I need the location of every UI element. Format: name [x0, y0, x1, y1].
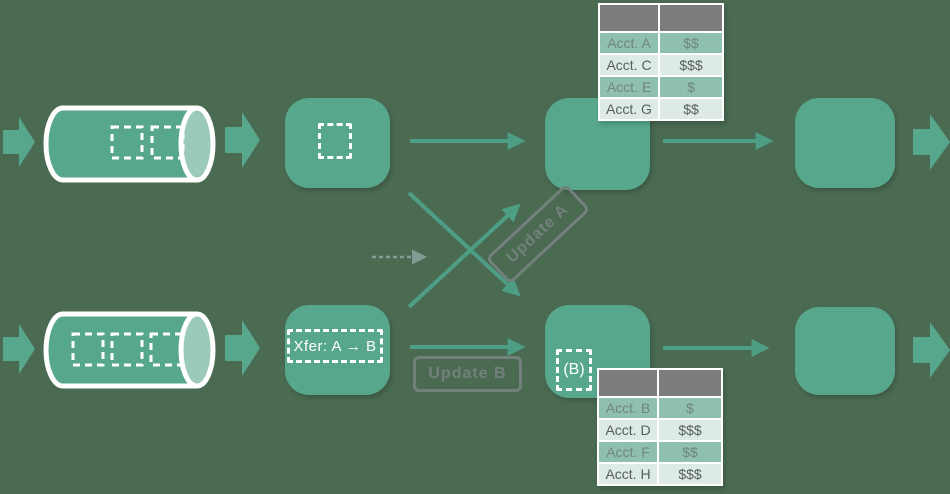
block-arrow-icon-top-left: [3, 117, 35, 167]
update-b-label: Update B: [413, 356, 522, 392]
record-placeholder: [110, 125, 144, 160]
balance-cell: $: [659, 398, 721, 418]
b-key-label: (B): [563, 361, 585, 378]
header-cell-balance: [660, 5, 722, 31]
account-cell: Acct. C: [600, 55, 658, 75]
account-cell: Acct. A: [600, 33, 658, 53]
stream-cylinder-bottom: [43, 311, 216, 389]
table-row: Acct. E $: [600, 77, 722, 97]
account-table-bottom: Acct. B $ Acct. D $$$ Acct. F $$ Acct. H…: [597, 368, 723, 486]
account-cell: Acct. B: [599, 398, 657, 418]
stream-cylinder-top: [43, 105, 216, 183]
table-row: Acct. G $$: [600, 99, 722, 119]
table-header-row: [599, 370, 721, 396]
block-arrow-icon-top-right: [913, 114, 950, 170]
account-cell: Acct. H: [599, 464, 657, 484]
block-arrow-icon-bottom-right: [913, 322, 950, 378]
header-cell-account: [599, 370, 657, 396]
record-placeholder-top-middle: [318, 123, 352, 159]
xfer-label: Xfer: A → B: [293, 337, 377, 355]
block-arrow-icon-top-mid: [225, 112, 260, 168]
balance-cell: $$: [660, 33, 722, 53]
balance-cell: $$$: [660, 55, 722, 75]
header-cell-account: [600, 5, 658, 31]
account-cell: Acct. E: [600, 77, 658, 97]
update-a-label: Update A: [485, 183, 591, 285]
output-box-top: [795, 98, 895, 188]
balance-cell: $$: [659, 442, 721, 462]
account-table-top: Acct. A $$ Acct. C $$$ Acct. E $ Acct. G…: [598, 3, 724, 121]
output-box-bottom: [795, 307, 895, 395]
record-placeholder: [150, 125, 185, 160]
table-row: Acct. A $$: [600, 33, 722, 53]
table-row: Acct. B $: [599, 398, 721, 418]
processor-box-bottom-middle: [285, 305, 390, 395]
processor-box-top-middle: [285, 98, 390, 188]
table-row: Acct. F $$: [599, 442, 721, 462]
table-header-row: [600, 5, 722, 31]
table-row: Acct. D $$$: [599, 420, 721, 440]
table-row: Acct. H $$$: [599, 464, 721, 484]
xfer-record-box: Xfer: A → B: [287, 329, 383, 363]
header-cell-balance: [659, 370, 721, 396]
account-cell: Acct. G: [600, 99, 658, 119]
record-placeholder: [71, 332, 105, 367]
block-arrow-icon-bottom-mid: [225, 320, 260, 376]
balance-cell: $$$: [659, 464, 721, 484]
balance-cell: $: [660, 77, 722, 97]
balance-cell: $$: [660, 99, 722, 119]
table-row: Acct. C $$$: [600, 55, 722, 75]
b-key-box: (B): [556, 349, 592, 391]
balance-cell: $$$: [659, 420, 721, 440]
record-placeholder: [110, 332, 144, 367]
block-arrow-icon-bottom-left: [3, 324, 35, 374]
account-cell: Acct. F: [599, 442, 657, 462]
record-placeholder: [149, 332, 184, 367]
account-cell: Acct. D: [599, 420, 657, 440]
